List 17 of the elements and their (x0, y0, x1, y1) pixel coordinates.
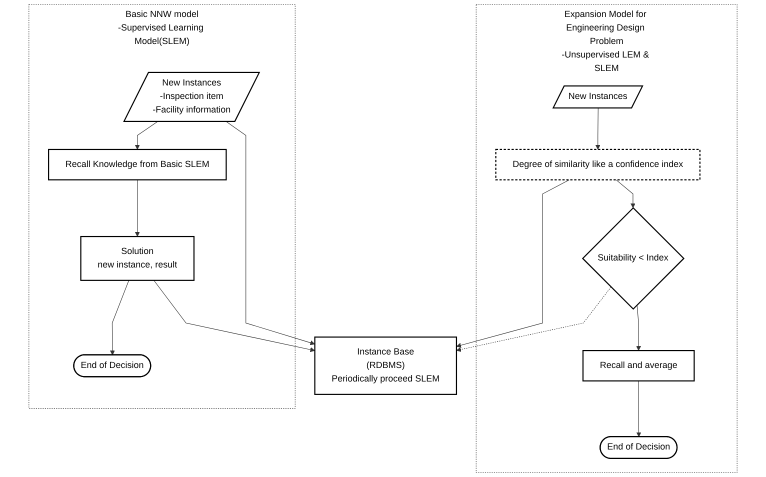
arrow (456, 180, 570, 348)
arrow (616, 180, 636, 208)
node-box: Recall and average (582, 350, 695, 382)
arrow (456, 286, 612, 352)
arrow (134, 180, 140, 237)
node-diamond: Suitability < Index (582, 207, 685, 310)
arrow (154, 280, 316, 352)
arrow (134, 121, 158, 150)
node-box: Degree of similarity like a confidence index (495, 148, 700, 180)
node-box: Instance Base (RDBMS) Periodically proceed SLEM (314, 336, 458, 395)
arrow (636, 304, 642, 351)
node-box: Recall Knowledge from Basic SLEM (48, 148, 227, 180)
arrow (595, 108, 600, 150)
arrow (226, 121, 316, 346)
arrow (636, 380, 642, 438)
node-box: Solution new instance, result (80, 236, 195, 281)
arrow (110, 280, 130, 356)
